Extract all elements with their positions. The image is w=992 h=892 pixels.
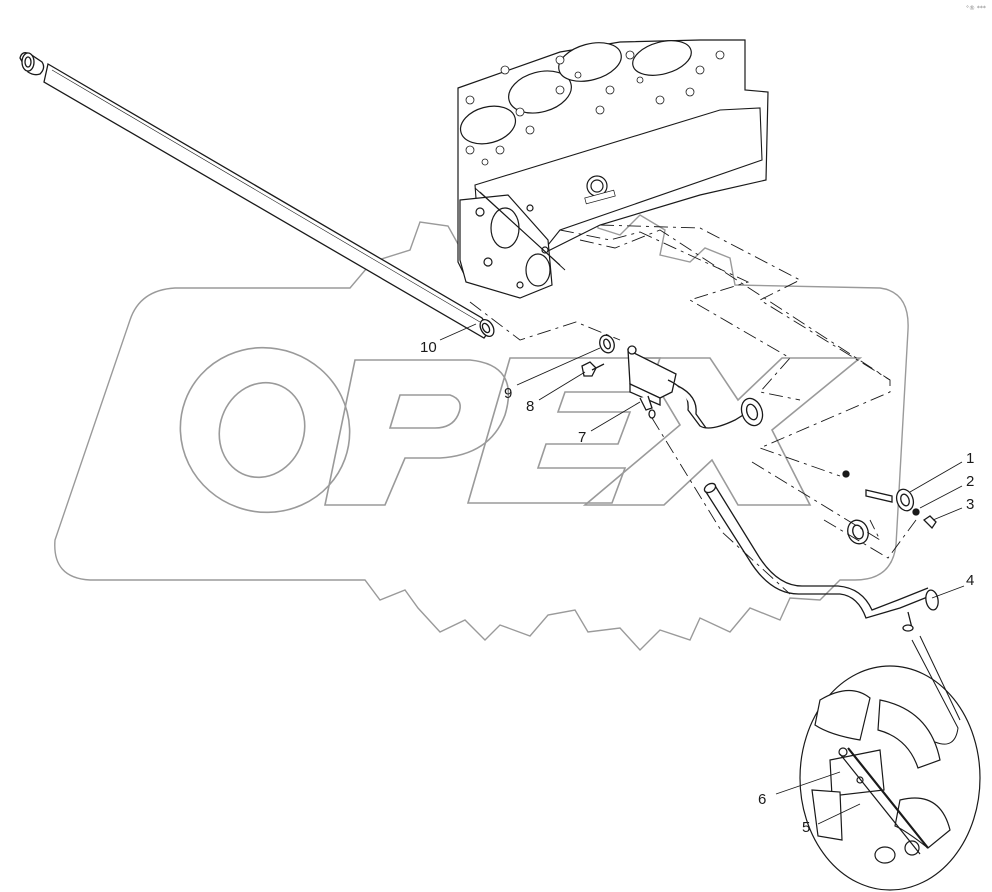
label-10: 10 (420, 339, 437, 356)
part-8-bolt (581, 361, 605, 377)
part-1-fitting (842, 470, 915, 512)
part-10-cap (19, 52, 45, 76)
callout-labels: 10 9 8 7 1 2 3 4 6 5 (420, 339, 974, 836)
watermark (54, 197, 909, 652)
corner-mark: °® *** (966, 5, 986, 12)
part-2-washer (912, 508, 920, 516)
assembly-lines (469, 224, 917, 595)
label-2: 2 (966, 473, 974, 490)
label-6: 6 (758, 791, 766, 808)
label-9: 9 (504, 385, 512, 402)
label-4: 4 (966, 572, 974, 589)
part-3-screw (922, 515, 937, 530)
label-8: 8 (526, 398, 534, 415)
label-3: 3 (966, 496, 974, 513)
connector-line (911, 635, 961, 745)
engine-block (457, 39, 769, 299)
part-4-pipe (703, 482, 939, 632)
part-10-tube (43, 62, 495, 339)
crankcase-detail-view (799, 665, 981, 891)
label-1: 1 (966, 450, 974, 467)
engine-bolt-holes (465, 50, 725, 166)
part-7-flange-assembly (627, 345, 764, 429)
label-7: 7 (578, 429, 586, 446)
leader-lines (439, 323, 965, 825)
watermark-letters (179, 346, 863, 514)
watermark-gear-outline (54, 197, 909, 652)
label-5: 5 (802, 819, 810, 836)
part-9-gasket (599, 334, 615, 354)
